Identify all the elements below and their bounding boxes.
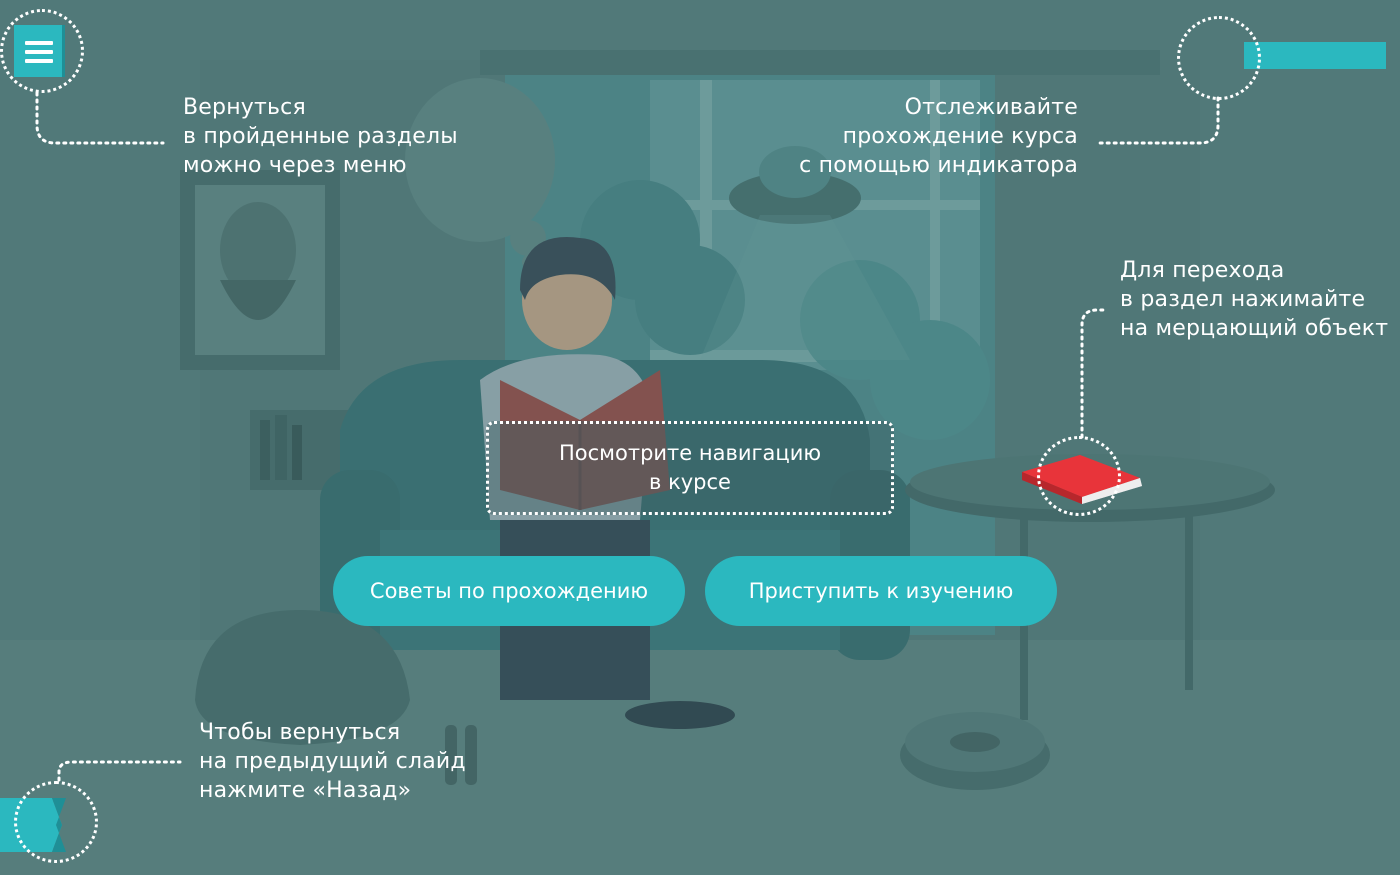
back-hint-line: нажмите «Назад»: [199, 778, 412, 803]
navigation-message-line: в курсе: [649, 470, 731, 494]
navigation-message-box: Посмотрите навигацию в курсе: [486, 421, 894, 515]
back-highlight-circle: [14, 781, 98, 863]
indicator-hint-line: Отслеживайте: [904, 95, 1078, 120]
back-hint-line: на предыдущий слайд: [199, 749, 466, 774]
indicator-hint-line: с помощью индикатора: [799, 153, 1078, 178]
object-highlight-circle: [1037, 436, 1121, 516]
indicator-hint: Отслеживайте прохождение курса с помощью…: [799, 93, 1078, 180]
back-hint: Чтобы вернуться на предыдущий слайд нажм…: [199, 718, 466, 805]
menu-hint-line: в пройденные разделы: [183, 124, 458, 149]
menu-highlight-circle: [0, 9, 84, 93]
object-hint-line: Для перехода: [1120, 258, 1285, 283]
object-hint-line: в раздел нажимайте: [1120, 287, 1366, 312]
menu-hint: Вернуться в пройденные разделы можно чер…: [183, 93, 458, 180]
object-hint: Для перехода в раздел нажимайте на мерца…: [1120, 256, 1388, 343]
progress-indicator: [1244, 42, 1386, 69]
navigation-message-line: Посмотрите навигацию: [558, 441, 822, 465]
object-hint-line: на мерцающий объект: [1120, 316, 1389, 341]
progress-highlight-circle: [1177, 16, 1261, 100]
menu-hint-line: Вернуться: [183, 95, 306, 120]
start-learning-button[interactable]: Приступить к изучению: [705, 556, 1057, 626]
indicator-hint-line: прохождение курса: [842, 124, 1078, 149]
menu-hint-line: можно через меню: [183, 153, 407, 178]
back-hint-line: Чтобы вернуться: [199, 720, 401, 745]
tips-button[interactable]: Советы по прохождению: [333, 556, 685, 626]
